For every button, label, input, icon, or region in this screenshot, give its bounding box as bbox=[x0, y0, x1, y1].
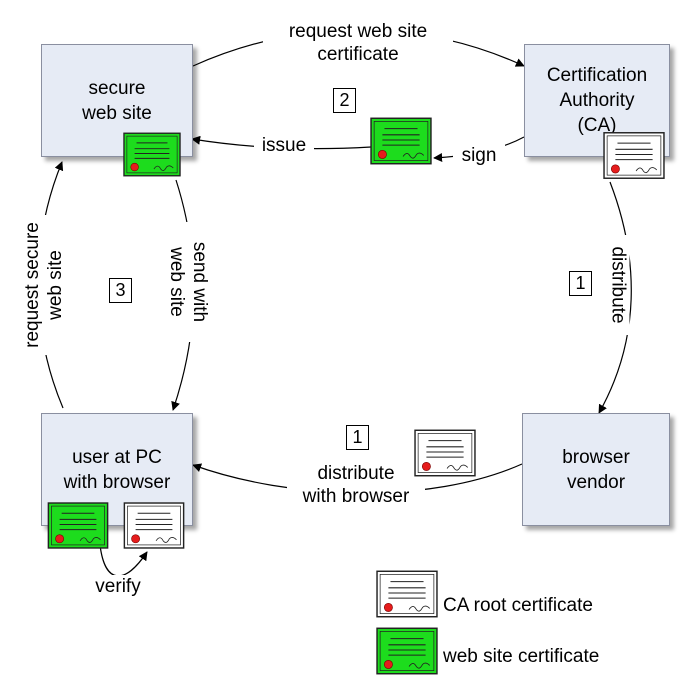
step-number: 1 bbox=[569, 271, 592, 296]
distribute-vendor-arrow bbox=[598, 181, 632, 414]
browser-vendor-node: browser vendor bbox=[522, 413, 670, 526]
verify-arrow bbox=[99, 544, 148, 577]
step-number: 3 bbox=[109, 278, 132, 303]
distribute-browser-label: distribute with browser bbox=[287, 462, 425, 508]
ca-root-certificate-icon bbox=[414, 429, 476, 477]
legend-ca-root-certificate-icon bbox=[376, 570, 438, 618]
signed-web-site-certificate-icon bbox=[370, 117, 432, 165]
distribute-vendor-label: distribute bbox=[606, 235, 630, 335]
step-number: 2 bbox=[333, 88, 356, 113]
step-number: 1 bbox=[346, 425, 369, 450]
ca-root-certificate-icon bbox=[603, 132, 665, 179]
legend-web-site-label: web site certificate bbox=[443, 646, 600, 667]
web-site-certificate-icon bbox=[123, 132, 181, 177]
send-with-label: send with web site bbox=[165, 222, 211, 342]
legend-web-site-certificate-icon bbox=[376, 627, 438, 675]
request-secure-label: request secure web site bbox=[21, 215, 67, 355]
web-site-certificate-icon bbox=[47, 502, 109, 549]
verify-label: verify bbox=[88, 575, 148, 598]
ca-root-certificate-icon bbox=[123, 502, 185, 549]
secure-web-site-node: secure web site bbox=[41, 44, 193, 157]
issue-label: issue bbox=[254, 134, 314, 157]
sign-label: sign bbox=[453, 144, 505, 167]
legend-ca-root-label: CA root certificate bbox=[443, 595, 593, 616]
request-cert-label: request web site certificate bbox=[263, 20, 453, 66]
